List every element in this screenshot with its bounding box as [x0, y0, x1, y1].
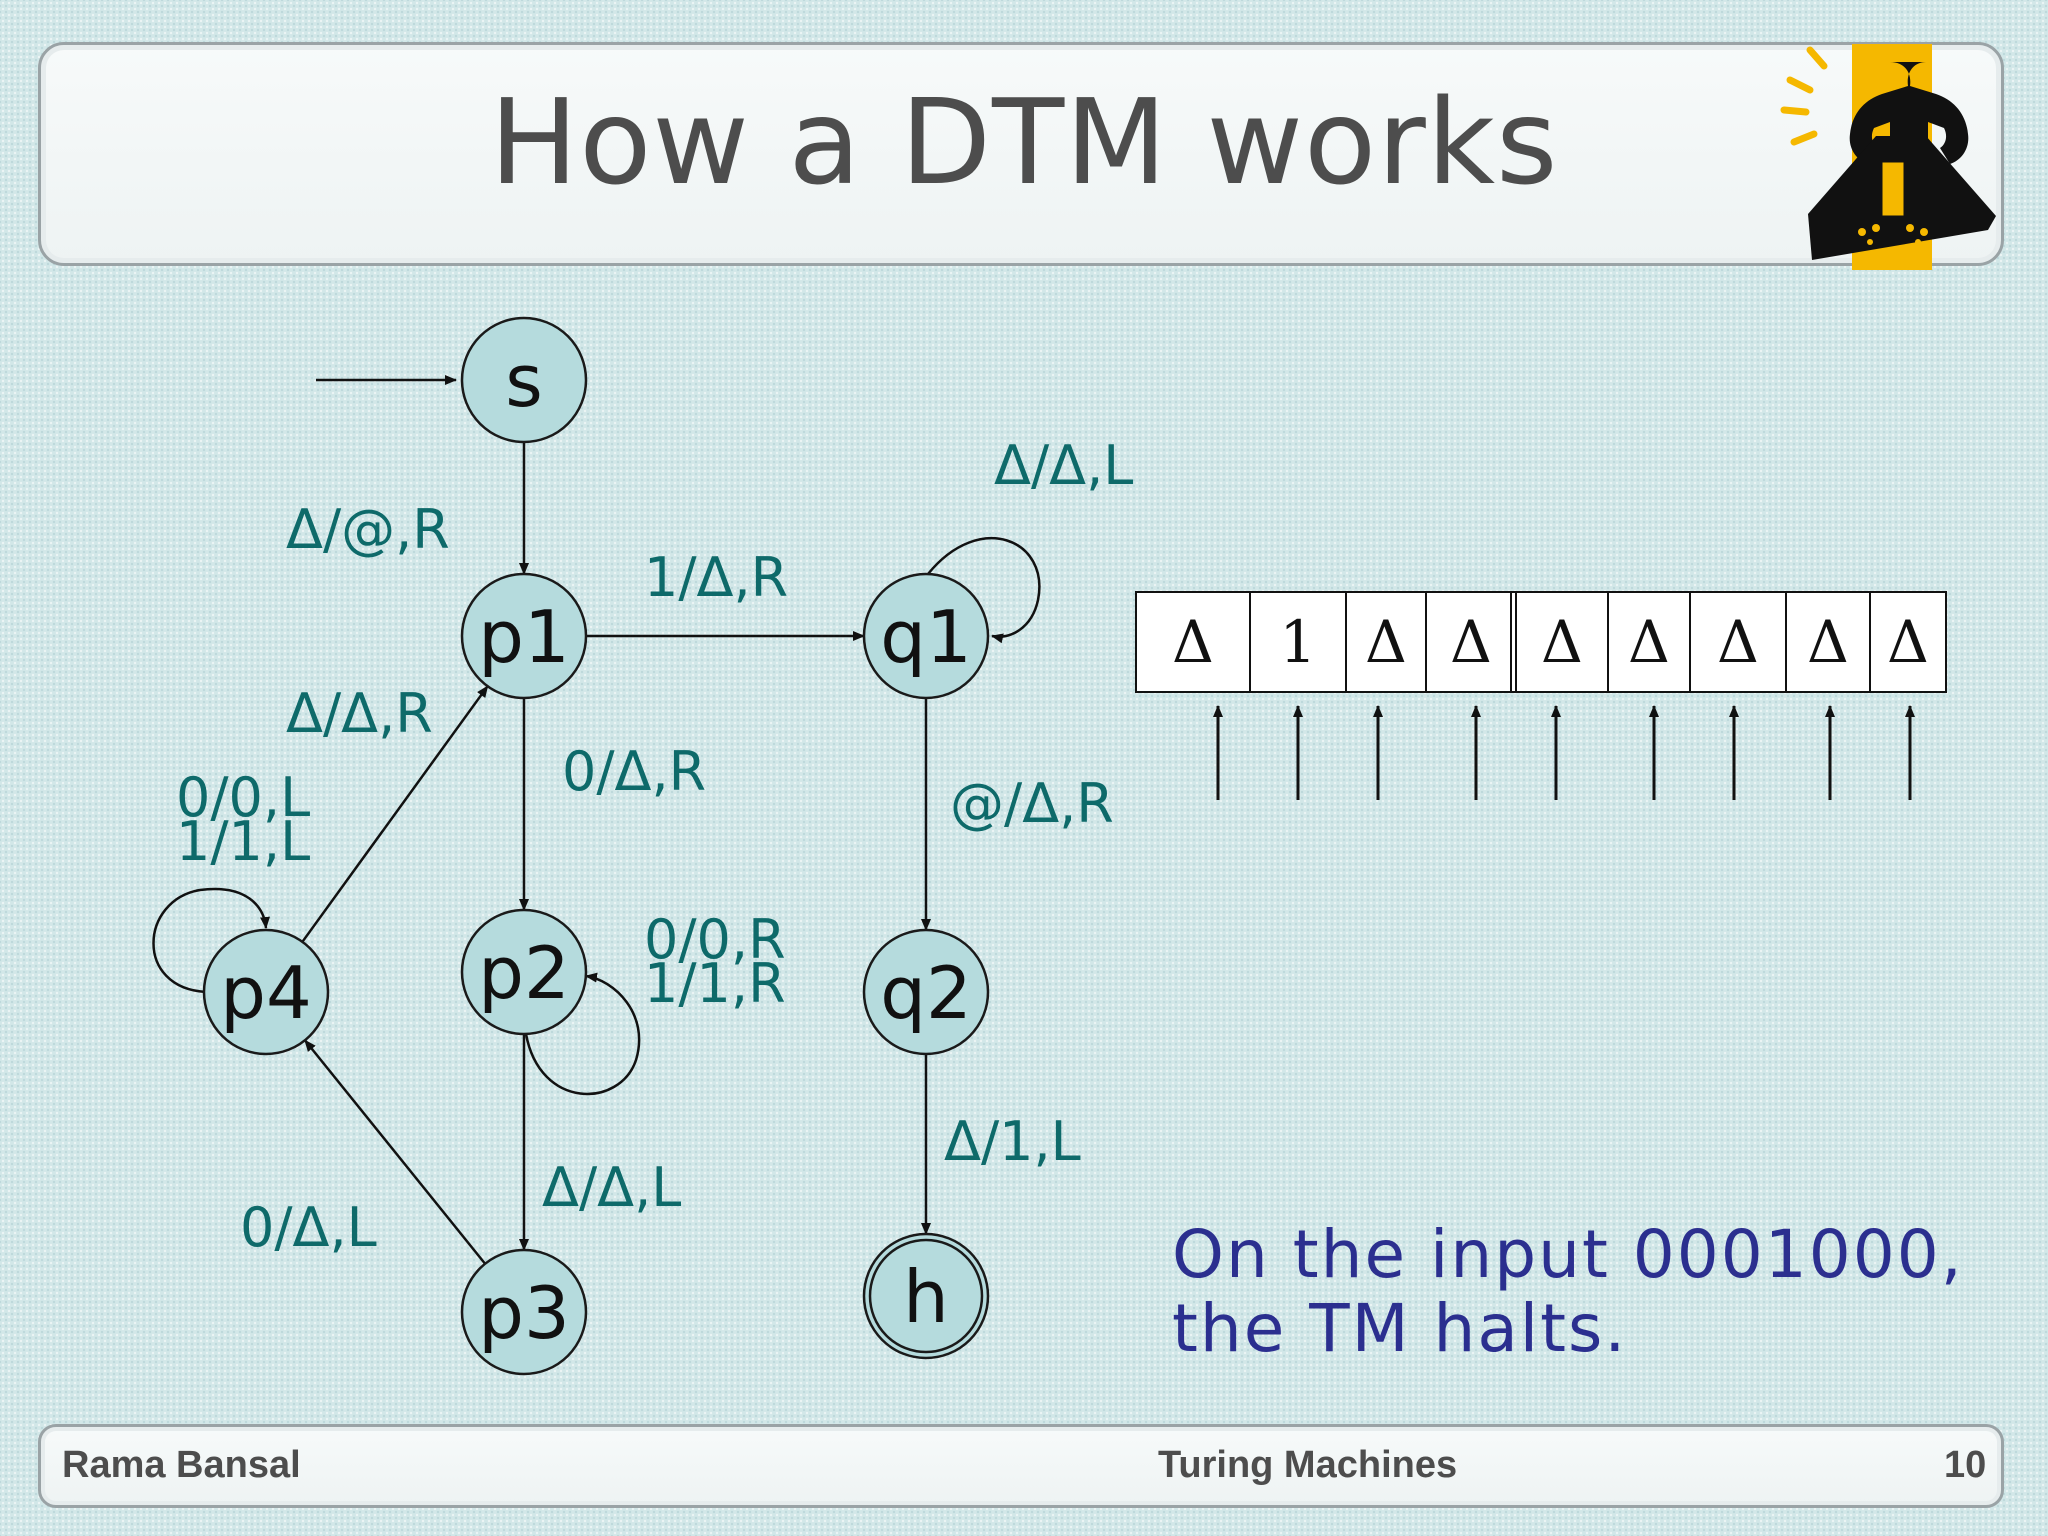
tape-cell-1: Δ [1172, 608, 1214, 676]
footer-frame [38, 1424, 2004, 1508]
transition-p4-p4-arrow [152, 887, 270, 994]
state-h-label: h [903, 1255, 949, 1339]
state-p1-label: p1 [478, 595, 570, 679]
state-q2 [862, 928, 990, 1056]
title-frame [38, 42, 2004, 266]
tape-cell-5: Δ [1541, 608, 1583, 676]
state-h [862, 1232, 990, 1360]
state-q2-label: q2 [880, 951, 972, 1035]
footer-course: Turing Machines [1158, 1444, 1458, 1486]
transition-p1-p2-label: 0/Δ,R [562, 740, 706, 803]
transition-p2-p2-arrow [524, 972, 641, 1096]
tape-cell-8: Δ [1807, 608, 1849, 676]
slide-title: How a DTM works [489, 73, 1559, 211]
state-q1 [862, 572, 990, 700]
tape-cell-7: Δ [1717, 608, 1759, 676]
tape-cell-3: Δ [1365, 608, 1407, 676]
state-p3-label: p3 [478, 1271, 570, 1355]
state-p3 [460, 1248, 588, 1376]
state-p2-label: p2 [478, 931, 570, 1015]
tape-cell-6: Δ [1628, 608, 1670, 676]
caption-line-2: the TM halts. [1172, 1290, 1628, 1367]
transition-q1-q1-arrow [927, 536, 1041, 644]
transition-q2-h-label: Δ/1,L [944, 1110, 1081, 1173]
state-p4-label: p4 [220, 951, 312, 1035]
tape-cell-4: Δ [1450, 608, 1492, 676]
footer-author: Rama Bansal [62, 1444, 301, 1486]
footer-page-number: 10 [1944, 1444, 1987, 1486]
transition-p4-p4-label-2: 1/1,L [176, 810, 310, 873]
transition-p4-p4-label-1: 0/0,L [176, 766, 310, 829]
state-p1 [460, 572, 588, 700]
state-p4 [202, 928, 330, 1056]
tape [1135, 591, 1947, 693]
transition-p2-p2-label-1: 0/0,R [644, 908, 786, 971]
state-q1-label: q1 [880, 595, 972, 679]
tape-cell-9: Δ [1887, 608, 1929, 676]
state-p2 [460, 908, 588, 1036]
transition-q1-q1-label: Δ/Δ,L [994, 434, 1133, 497]
transition-p3-p4-arrow [303, 1039, 487, 1265]
transition-p1-q1-label: 1/Δ,R [644, 546, 788, 609]
caption-line-1: On the input 0001000, [1172, 1216, 1964, 1293]
transition-s-p1-label: Δ/@,R [286, 498, 450, 561]
tape-cell-2: 1 [1280, 608, 1317, 676]
transition-q1-q2-label: @/Δ,R [950, 772, 1114, 835]
transition-p4-p1-label: Δ/Δ,R [286, 682, 433, 745]
halting-caption: On the input 0001000, the TM halts. [1172, 1218, 1964, 1366]
state-s-label: s [505, 339, 543, 423]
state-h-inner-ring [868, 1238, 984, 1354]
transition-p2-p2-label-2: 1/1,R [644, 952, 786, 1015]
transition-p2-p3-label: Δ/Δ,L [542, 1156, 681, 1219]
transition-p4-p1-arrow [301, 685, 489, 943]
transition-p3-p4-label: 0/Δ,L [240, 1196, 377, 1259]
state-s [460, 316, 588, 444]
hammer-strongman-logo-icon [1780, 44, 1996, 270]
